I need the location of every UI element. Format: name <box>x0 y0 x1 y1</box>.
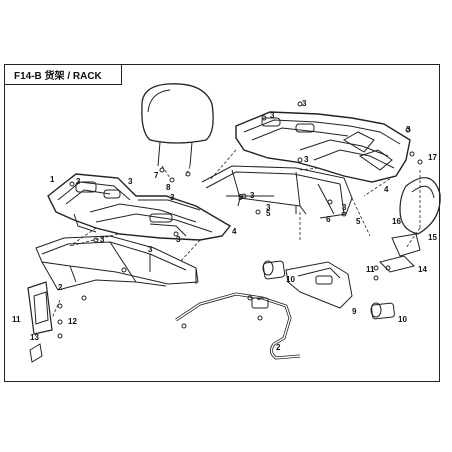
callout-13: 13 <box>30 333 39 342</box>
callout-15: 15 <box>428 233 437 242</box>
grab-handle-part <box>175 292 301 360</box>
diagram-frame <box>4 64 440 382</box>
callout-4-a: 4 <box>384 185 389 194</box>
callout-3-f: 3 <box>76 177 81 186</box>
callout-2-a: 2 <box>58 283 63 292</box>
callout-16: 16 <box>392 217 401 226</box>
front-rack-part <box>47 173 232 241</box>
callout-10-b: 10 <box>398 315 407 324</box>
callout-3-a: 3 <box>302 99 307 108</box>
callout-3-l: 3 <box>342 203 347 212</box>
round-reflector-part <box>399 177 441 235</box>
callout-3-h: 3 <box>176 235 181 244</box>
callout-2-b: 2 <box>276 343 281 352</box>
callout-5-a: 5 <box>238 193 243 202</box>
diagram-title: F14-B 货架 / RACK <box>14 71 102 82</box>
leader-lines <box>51 149 421 319</box>
callout-3-d: 3 <box>128 177 133 186</box>
title-box: F14-B 货架 / RACK <box>4 64 122 85</box>
fasteners <box>57 101 423 339</box>
callout-3-k: 3 <box>250 191 255 200</box>
callout-3-i: 3 <box>304 155 309 164</box>
callout-11-b: 11 <box>366 265 375 274</box>
cylinder-spacer-lower <box>370 302 395 320</box>
callout-8: 8 <box>166 183 171 192</box>
callout-9: 9 <box>352 307 357 316</box>
callout-17: 17 <box>428 153 437 162</box>
callout-3-g: 3 <box>100 235 105 244</box>
callout-5-c: 5 <box>356 217 361 226</box>
rear-rack-frame <box>201 165 353 219</box>
rear-rack-part <box>235 111 411 183</box>
callout-10-a: 10 <box>286 275 295 284</box>
callout-7: 7 <box>154 171 159 180</box>
callout-4-b: 4 <box>232 227 237 236</box>
callout-3-e: 3 <box>170 193 175 202</box>
callout-3-m: 3 <box>148 245 153 254</box>
cylinder-spacer-upper <box>262 260 286 280</box>
callout-1: 1 <box>50 175 55 184</box>
callout-12: 12 <box>68 317 77 326</box>
callout-6: 6 <box>326 215 331 224</box>
callout-11-a: 11 <box>12 315 21 324</box>
callout-3-c: 3 <box>406 125 411 134</box>
backrest-part <box>141 83 214 167</box>
callout-3-j: 3 <box>266 203 271 212</box>
callout-14: 14 <box>418 265 427 274</box>
front-rack-frame <box>35 235 199 291</box>
reflector-bracket-part <box>379 233 421 273</box>
callout-5-b: 5 <box>266 209 271 218</box>
mounting-bracket-part <box>285 261 353 309</box>
callout-3-b: 3 <box>270 111 275 120</box>
license-plate-bracket <box>27 281 53 363</box>
